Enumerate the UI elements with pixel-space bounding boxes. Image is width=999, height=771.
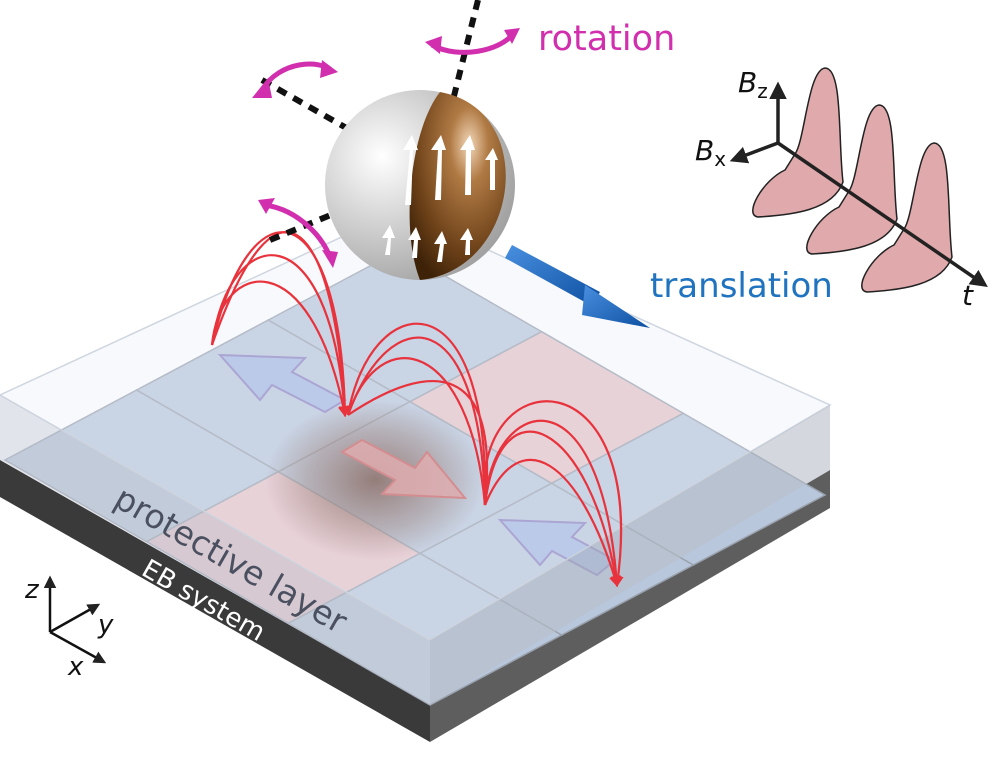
magnetization-arrows [382, 135, 498, 262]
bx-axis [729, 141, 779, 164]
domain-arrow-left [217, 353, 348, 414]
translation-arrow [505, 245, 650, 328]
field-line [210, 254, 350, 418]
field-line [347, 379, 489, 506]
translation-label: translation [650, 266, 833, 306]
field-pulse [861, 142, 953, 293]
t-axis [777, 141, 988, 287]
field-line [210, 231, 351, 418]
pulse-axes [729, 81, 988, 287]
field-line [483, 430, 622, 588]
field-line [346, 357, 487, 506]
rotation-arrows [252, 28, 520, 268]
z-axis-label: z [24, 575, 40, 605]
field-line [346, 322, 487, 506]
field-line [483, 459, 620, 588]
y-axis-label: y [97, 610, 114, 640]
stray-field-lines [210, 231, 624, 588]
sphere-shadow [265, 400, 485, 560]
field-pulse [752, 67, 844, 218]
field-pulse [806, 104, 898, 255]
coordinate-axes [43, 575, 107, 664]
rotation-label: rotation [538, 19, 675, 59]
domain-arrow-center [339, 438, 468, 500]
t-label: t [962, 279, 974, 312]
bz-label: Bz [738, 66, 768, 103]
rotation-arrow [259, 61, 332, 92]
field-line [483, 400, 624, 588]
field-pulse-plot [752, 67, 953, 293]
field-line [346, 336, 487, 506]
rotation-arrow [430, 33, 514, 55]
x-axis-label: x [67, 652, 84, 682]
magnetic-sphere [325, 90, 515, 280]
bx-label: Bx [695, 134, 726, 171]
field-line [483, 419, 622, 588]
